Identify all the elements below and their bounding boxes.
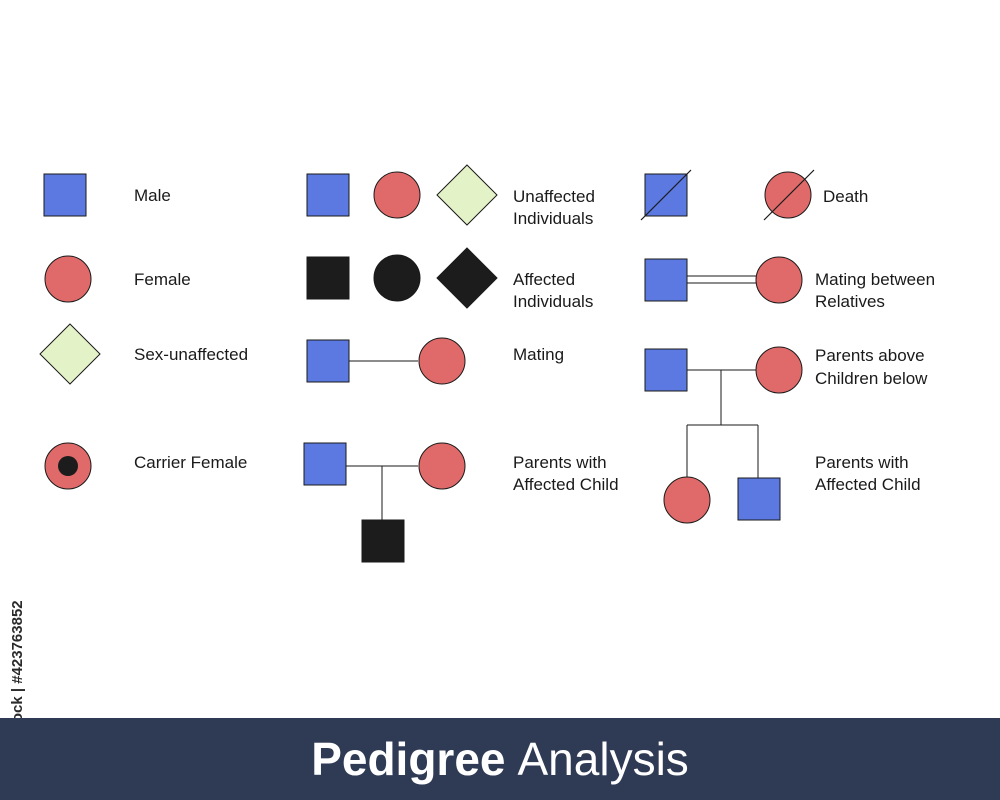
label-parents-affected2-line1: Parents with xyxy=(815,453,909,472)
title-bold: Pedigree xyxy=(311,733,506,785)
label-parents-affected2-line2: Affected Child xyxy=(815,475,921,494)
label-parents-affected-line1: Parents with xyxy=(513,453,607,472)
mating-symbols xyxy=(306,337,466,385)
label-mating-relatives-line1: Mating between xyxy=(815,270,935,289)
male-symbol xyxy=(43,173,87,217)
label-mating-relatives-line2: Relatives xyxy=(815,292,885,311)
female-symbol xyxy=(44,255,92,303)
title-banner: Pedigree Analysis xyxy=(0,718,1000,800)
label-affected-line1: Affected xyxy=(513,270,575,289)
label-mating: Mating xyxy=(513,345,564,364)
label-male: Male xyxy=(134,186,171,205)
label-unaffected-line2: Individuals xyxy=(513,209,593,228)
pedigree-legend-diagram: Male Female Sex-unaffected Carrier Femal… xyxy=(39,164,935,563)
label-parents-affected-line2: Affected Child xyxy=(513,475,619,494)
label-parents-above-line2: Children below xyxy=(815,369,928,388)
affected-individuals-symbols xyxy=(306,247,498,309)
death-symbols xyxy=(640,169,815,221)
parents-children-symbols xyxy=(644,346,803,524)
label-female: Female xyxy=(134,270,191,289)
title-light: Analysis xyxy=(517,733,689,785)
mating-relatives-symbols xyxy=(644,256,803,304)
label-unaffected-line1: Unaffected xyxy=(513,187,595,206)
unaffected-individuals-symbols xyxy=(306,164,498,226)
sex-unaffected-symbol xyxy=(39,323,101,385)
parents-affected-child-symbols xyxy=(303,442,466,563)
label-affected-line2: Individuals xyxy=(513,292,593,311)
label-carrier-female: Carrier Female xyxy=(134,453,247,472)
carrier-female-symbol xyxy=(44,442,92,490)
label-parents-above-line1: Parents above xyxy=(815,346,925,365)
label-death: Death xyxy=(823,187,868,206)
label-sex-unaffected: Sex-unaffected xyxy=(134,345,248,364)
